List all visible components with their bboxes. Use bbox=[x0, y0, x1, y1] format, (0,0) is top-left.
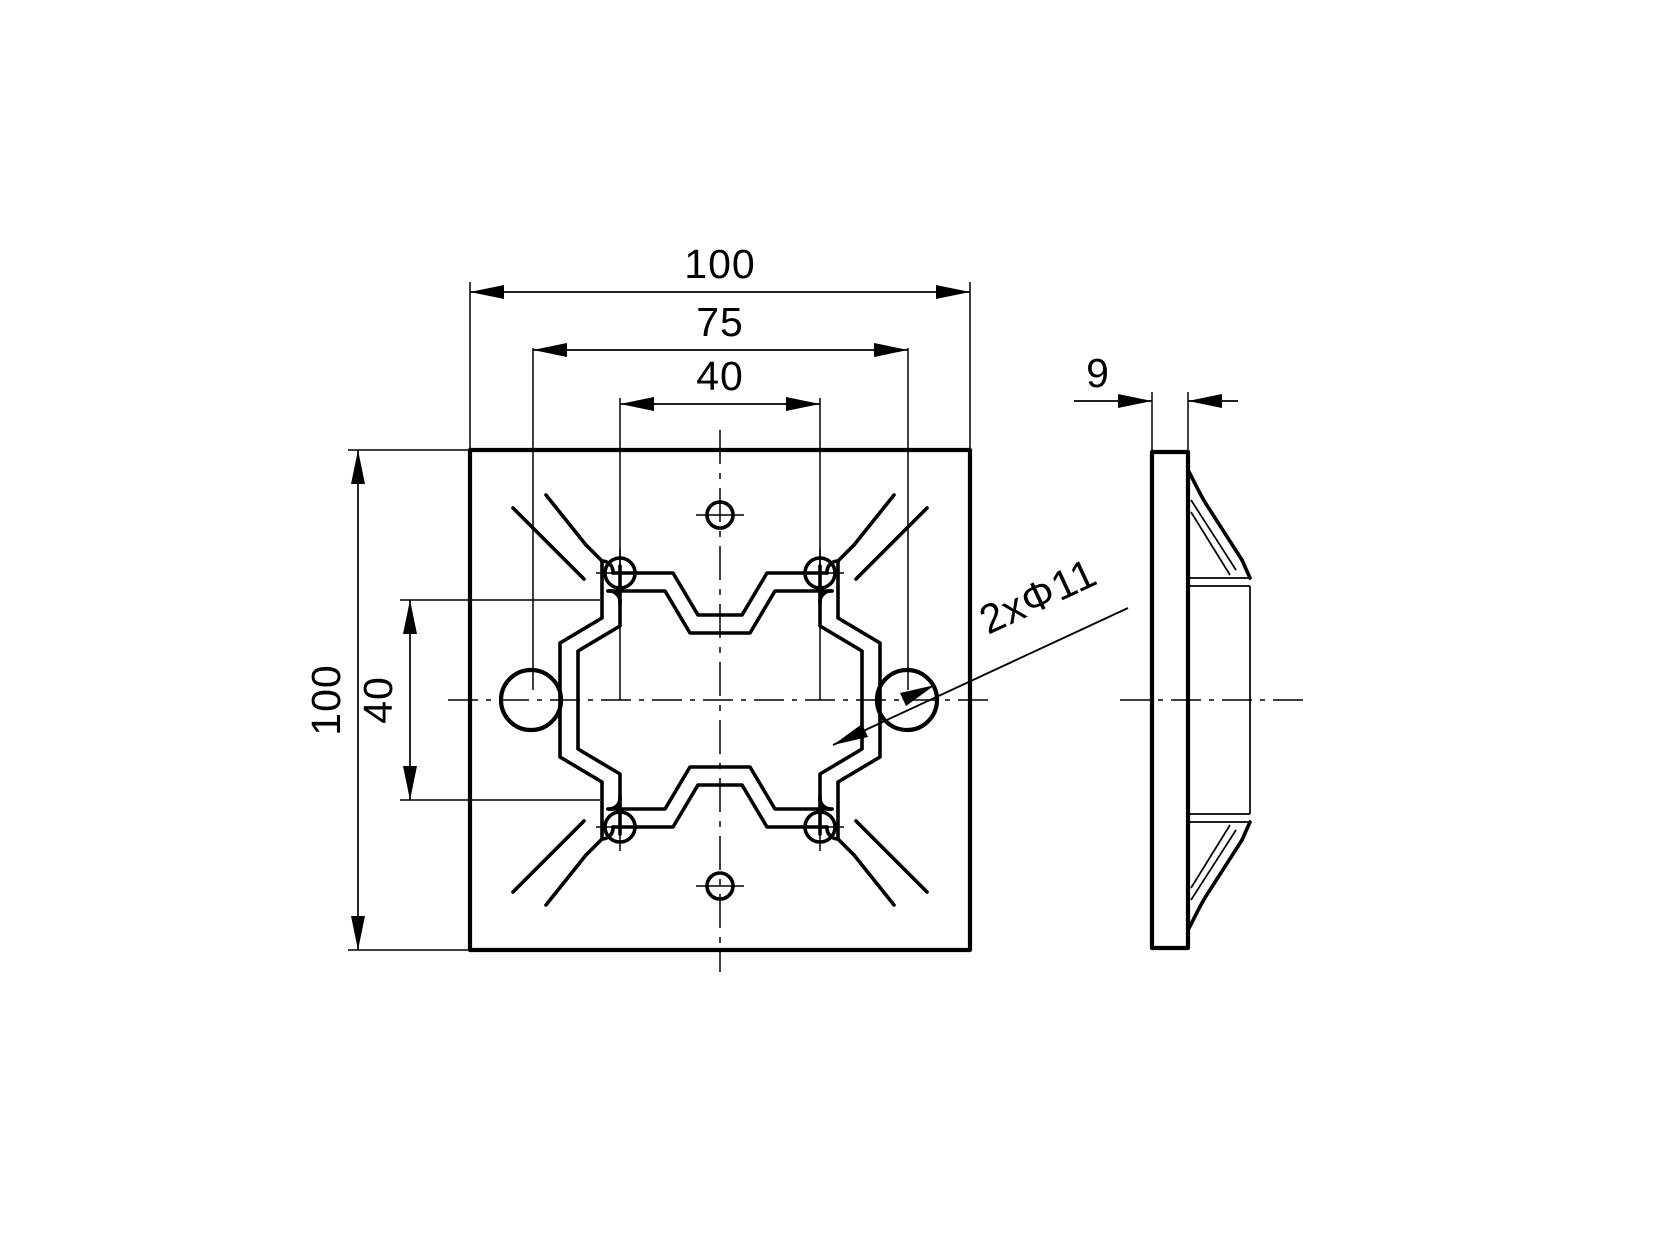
dimension-40-horizontal: 40 bbox=[620, 353, 820, 411]
arrow-head-right-40h bbox=[786, 397, 820, 411]
arrow-head-left-40h bbox=[620, 397, 654, 411]
rib-left-inner-profile bbox=[576, 564, 622, 836]
side-outer-edge-upper bbox=[1240, 558, 1252, 580]
rib-bottom-outer-profile bbox=[606, 765, 834, 811]
plate-outline-front bbox=[467, 447, 973, 953]
side-taper-lower-inner2 bbox=[1190, 824, 1231, 889]
rib-bottom-inner-profile bbox=[611, 783, 829, 829]
draft-line-br-inner bbox=[870, 835, 929, 894]
pad-chamfer-tl bbox=[584, 543, 604, 563]
front-view: 100 75 40 100 40 bbox=[303, 241, 1129, 972]
pad-chamfer-bl2 bbox=[566, 819, 586, 839]
hole-top-center bbox=[705, 500, 735, 530]
pad-chamfer-tl2 bbox=[566, 561, 586, 581]
draft-line-br-outer bbox=[852, 853, 896, 907]
pad-chamfer-bl bbox=[584, 837, 604, 857]
hole-corner-bottom-left bbox=[603, 810, 637, 844]
leader-line-2x-dia11 bbox=[832, 607, 1129, 746]
dimension-75: 75 bbox=[533, 299, 908, 357]
dimension-100-height: 100 bbox=[303, 450, 365, 950]
hole-corner-top-right bbox=[803, 556, 837, 590]
dimension-40-vertical: 40 bbox=[355, 600, 417, 800]
arrow-head-top-100v bbox=[351, 450, 365, 484]
dimension-9-thickness: 9 bbox=[1074, 350, 1238, 408]
hole-callout-leader: 2xΦ11 bbox=[832, 549, 1129, 746]
arrow-head-right-100 bbox=[936, 285, 970, 299]
corner-arc-top-right-outer bbox=[818, 589, 834, 605]
side-taper-geometry bbox=[1186, 468, 1252, 932]
corner-arc-bottom-right-outer bbox=[818, 795, 834, 811]
dimension-text-40-vertical: 40 bbox=[355, 676, 401, 724]
side-outer-edge-lower bbox=[1240, 820, 1252, 842]
corner-arc-bottom-left-outer bbox=[606, 795, 622, 811]
dimension-text-9-thickness: 9 bbox=[1086, 350, 1110, 396]
draft-line-tr-inner bbox=[870, 506, 929, 565]
arrow-head-bottom-100v bbox=[351, 916, 365, 950]
draft-line-tl-inner bbox=[511, 506, 570, 565]
arrow-head-9-left bbox=[1118, 394, 1152, 408]
dimension-text-100-height: 100 bbox=[303, 664, 349, 735]
dimension-text-40-horizontal: 40 bbox=[696, 353, 744, 399]
hole-corner-top-left bbox=[603, 556, 637, 590]
draft-line-tr-outer bbox=[852, 493, 896, 547]
dimension-text-100-width: 100 bbox=[684, 241, 755, 287]
hole-corner-bottom-right bbox=[803, 810, 837, 844]
pad-chamfer-br2 bbox=[854, 819, 874, 839]
draft-line-bl-outer bbox=[544, 853, 588, 907]
hole-large-right bbox=[874, 667, 940, 733]
side-plate-outline bbox=[1149, 449, 1191, 951]
leader-arrow-to-left-hole bbox=[833, 724, 868, 745]
hole-large-left bbox=[498, 667, 564, 733]
leader-arrow-to-right-hole bbox=[900, 685, 935, 706]
side-taper-upper-inner2 bbox=[1190, 511, 1231, 576]
draft-line-bl-inner bbox=[511, 835, 570, 894]
side-taper-lower-outer bbox=[1186, 838, 1244, 932]
rib-right-outer-profile bbox=[836, 559, 882, 841]
arrow-head-right-75 bbox=[874, 343, 908, 357]
dimension-text-75: 75 bbox=[696, 299, 744, 345]
hole-bottom-center bbox=[705, 871, 735, 901]
internal-pocket-geometry bbox=[511, 493, 929, 907]
side-view: 9 bbox=[1074, 350, 1310, 951]
side-taper-lower-inner bbox=[1190, 829, 1237, 901]
pad-chamfer-tr2 bbox=[854, 561, 874, 581]
corner-arc-top-left-outer bbox=[606, 589, 622, 605]
side-taper-upper-inner bbox=[1190, 499, 1237, 571]
draft-line-tl-outer bbox=[544, 493, 588, 547]
arrow-head-left-100 bbox=[470, 285, 504, 299]
pad-chamfer-tr bbox=[836, 543, 856, 563]
rib-top-outer-profile bbox=[606, 589, 834, 635]
arrow-head-left-75 bbox=[533, 343, 567, 357]
rib-right-inner-profile bbox=[818, 564, 864, 836]
pad-chamfer-br bbox=[836, 837, 856, 857]
centerline-cross-mid-holes bbox=[696, 514, 744, 887]
rib-top-inner-profile bbox=[611, 571, 829, 617]
arrow-head-top-40v bbox=[403, 600, 417, 634]
dimension-100-width: 100 bbox=[470, 241, 970, 299]
arrow-head-bottom-40v bbox=[403, 766, 417, 800]
side-taper-upper-outer bbox=[1186, 468, 1244, 562]
arrow-head-9-right bbox=[1188, 394, 1222, 408]
